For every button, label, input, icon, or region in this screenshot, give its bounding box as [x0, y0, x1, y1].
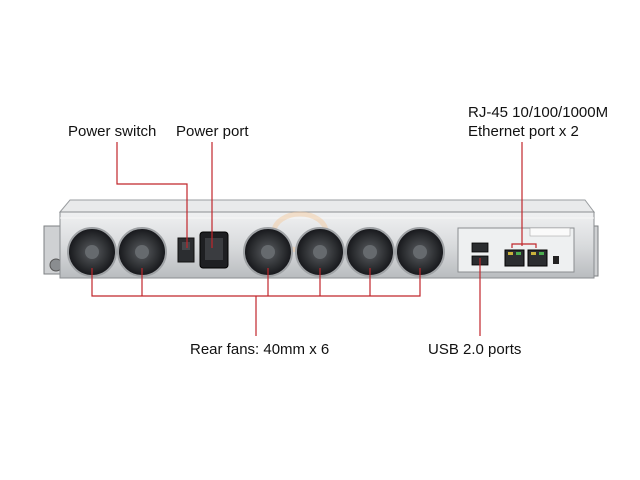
rj45-label-line2: Ethernet port x 2 — [468, 123, 579, 140]
rear-fans-label: Rear fans: 40mm x 6 — [190, 341, 330, 358]
rear-fans — [67, 227, 445, 277]
callout-lines — [91, 142, 537, 336]
power-port-label: Power port — [176, 123, 249, 140]
chassis-top-lid — [58, 199, 595, 213]
model-sticker — [529, 227, 571, 237]
rj45-label-line1: RJ-45 10/100/1000M — [468, 104, 609, 121]
fan — [295, 227, 345, 277]
io-button[interactable] — [553, 256, 559, 264]
fan — [345, 227, 395, 277]
rj45-ports[interactable] — [504, 249, 548, 267]
callout-power-switch — [116, 142, 188, 248]
power-switch-label: Power switch — [68, 123, 157, 140]
fan — [395, 227, 445, 277]
callout-rj45-bracket — [511, 243, 537, 248]
fan — [117, 227, 167, 277]
fan — [67, 227, 117, 277]
usb-ports-label: USB 2.0 ports — [428, 341, 522, 358]
